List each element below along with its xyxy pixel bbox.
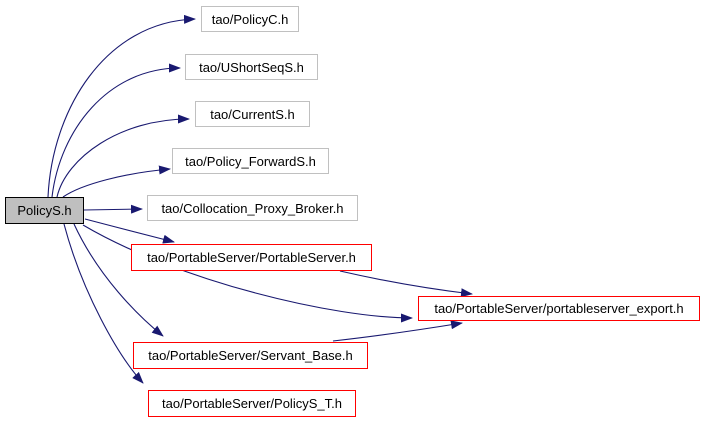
edge-policys-to-currents xyxy=(56,114,190,198)
edge-policys-to-portableserver-export xyxy=(82,224,413,323)
node-tao-ushortseqs-h: tao/UShortSeqS.h xyxy=(185,54,318,80)
node-tao-portableserver-portableserver-export-h[interactable]: tao/PortableServer/portableserver_export… xyxy=(418,296,700,321)
edge-policys-to-servant-base xyxy=(73,223,164,337)
node-tao-collocation-proxy-broker-h-label: tao/Collocation_Proxy_Broker.h xyxy=(161,200,344,216)
node-policys-h: PolicyS.h xyxy=(5,197,84,224)
node-tao-portableserver-policys-t-h-label: tao/PortableServer/PolicyS_T.h xyxy=(162,396,342,411)
edge-portableserver-to-portableserver-export xyxy=(339,270,473,298)
edge-policys-to-collocation-proxy-broker xyxy=(83,204,143,214)
node-tao-portableserver-servant-base-h[interactable]: tao/PortableServer/Servant_Base.h xyxy=(133,342,368,369)
node-tao-policyc-h: tao/PolicyC.h xyxy=(201,6,299,32)
node-tao-policyc-h-label: tao/PolicyC.h xyxy=(211,11,289,27)
node-tao-portableserver-policys-t-h[interactable]: tao/PortableServer/PolicyS_T.h xyxy=(148,390,356,417)
edge-policys-to-policyc xyxy=(47,14,196,198)
node-tao-portableserver-portableserver-h[interactable]: tao/PortableServer/PortableServer.h xyxy=(131,244,372,271)
node-tao-currents-h-label: tao/CurrentS.h xyxy=(210,106,295,122)
node-policys-h-label: PolicyS.h xyxy=(17,203,72,218)
edge-policys-to-policys-t xyxy=(63,223,144,384)
node-tao-portableserver-portableserver-export-h-label: tao/PortableServer/portableserver_export… xyxy=(434,301,684,316)
node-tao-ushortseqs-h-label: tao/UShortSeqS.h xyxy=(199,59,304,75)
node-tao-collocation-proxy-broker-h: tao/Collocation_Proxy_Broker.h xyxy=(147,195,358,221)
edge-policys-to-portableserver xyxy=(84,218,175,244)
edge-servant-base-to-portableserver-export xyxy=(332,320,463,342)
node-tao-portableserver-servant-base-h-label: tao/PortableServer/Servant_Base.h xyxy=(148,348,353,363)
node-tao-policy-forwards-h: tao/Policy_ForwardS.h xyxy=(172,148,329,174)
node-tao-portableserver-portableserver-h-label: tao/PortableServer/PortableServer.h xyxy=(147,250,356,265)
node-tao-currents-h: tao/CurrentS.h xyxy=(195,101,310,127)
node-tao-policy-forwards-h-label: tao/Policy_ForwardS.h xyxy=(185,153,316,169)
edge-policys-to-ushortseqs xyxy=(51,63,181,198)
edge-policys-to-policy-forwards xyxy=(62,165,171,198)
